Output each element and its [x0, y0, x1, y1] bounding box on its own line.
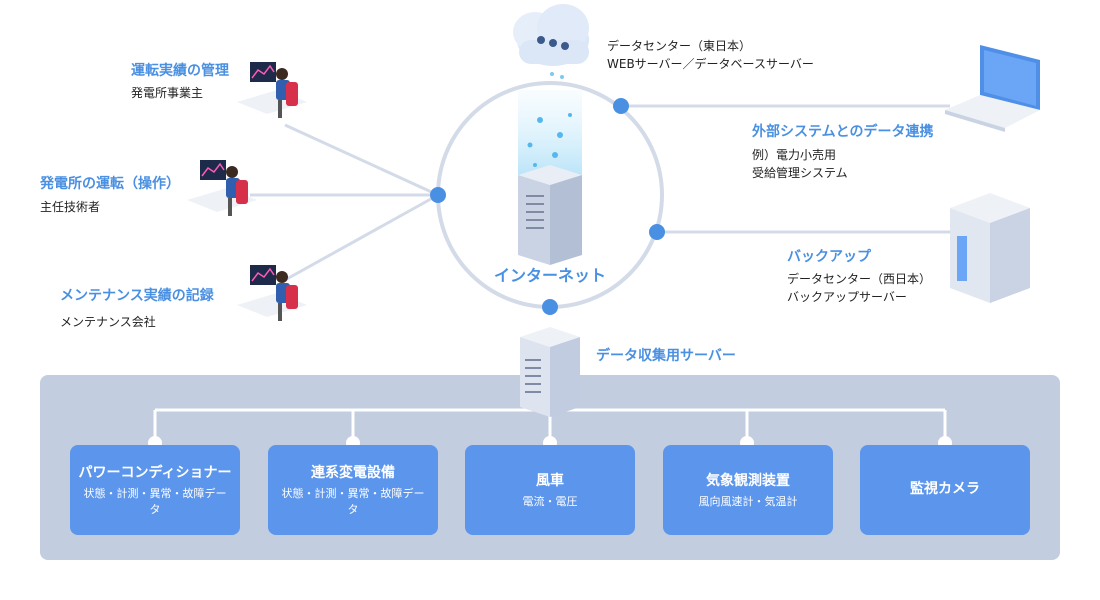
node-backup: [649, 224, 665, 240]
role-1-title: 運転実績の管理: [131, 63, 229, 79]
device-substation: 連系変電設備 状態・計測・異常・故障データ: [268, 445, 438, 535]
cloud-label: データセンター（東日本） WEBサーバー／データベースサーバー: [607, 37, 814, 73]
device-5-title: 監視カメラ: [910, 481, 980, 497]
role-2-sub: 主任技術者: [40, 200, 101, 214]
link-user-3: [284, 193, 439, 282]
device-wind-turbine: 風車 電流・電圧: [465, 445, 635, 535]
node-left: [430, 187, 446, 203]
role-3-sub: メンテナンス会社: [60, 315, 156, 329]
device-2-sub: 状態・計測・異常・故障データ: [281, 487, 425, 516]
device-3-title: 風車: [536, 473, 564, 489]
backup-label: データセンター（西日本） バックアップサーバー: [787, 270, 931, 306]
role-2-title: 発電所の運転（操作）: [40, 176, 180, 192]
collector-server-icon: [520, 327, 580, 417]
backup-server-icon: [950, 193, 1030, 303]
device-3-sub: 電流・電圧: [522, 495, 578, 508]
backup-title: バックアップ: [787, 249, 871, 265]
device-power-conditioner: パワーコンディショナー 状態・計測・異常・故障データ: [70, 445, 240, 535]
internet-label: インターネット: [493, 266, 606, 285]
device-2-title: 連系変電設備: [311, 465, 395, 481]
device-4-sub: 風向風速計・気温計: [698, 495, 798, 508]
device-weather-station: 気象観測装置 風向風速計・気温計: [663, 445, 833, 535]
link-user-1: [284, 123, 439, 197]
node-bottom: [542, 299, 558, 315]
device-4-title: 気象観測装置: [706, 473, 790, 489]
laptop-icon: [945, 45, 1040, 132]
external-line-2: 受給管理システム: [752, 166, 848, 180]
role-1-sub: 発電所事業主: [131, 86, 204, 100]
cloud-line-2: WEBサーバー／データベースサーバー: [607, 57, 814, 71]
operator-icon-1: [237, 62, 307, 118]
external-label: 例）電力小売用 受給管理システム: [752, 146, 848, 182]
backup-line-1: データセンター（西日本）: [787, 272, 932, 286]
operator-icon-2: [187, 160, 257, 216]
internet-server-icon: [518, 90, 582, 265]
device-1-title: パワーコンディショナー: [78, 465, 232, 481]
external-title: 外部システムとのデータ連携: [752, 124, 934, 140]
collector-label: データ収集用サーバー: [596, 348, 736, 364]
backup-line-2: バックアップサーバー: [787, 290, 907, 304]
cloud-line-1: データセンター（東日本）: [607, 39, 752, 53]
role-3-title: メンテナンス実績の記録: [60, 288, 214, 304]
cloud-icon: [513, 4, 589, 79]
operator-icon-3: [237, 265, 307, 321]
external-line-1: 例）電力小売用: [752, 148, 837, 162]
device-1-sub: 状態・計測・異常・故障データ: [83, 487, 227, 516]
node-external: [613, 98, 629, 114]
device-camera: 監視カメラ: [860, 445, 1030, 535]
